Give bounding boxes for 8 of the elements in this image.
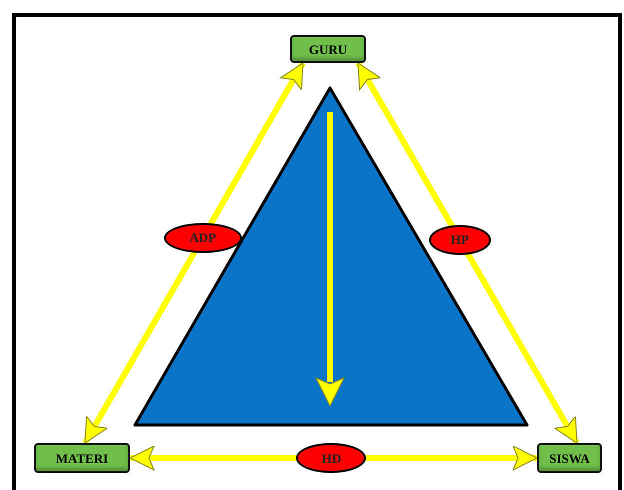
edge-label: ADP [164, 222, 242, 253]
double-arrow [355, 62, 580, 444]
edge-label: HP [428, 224, 491, 255]
label-box: SISWA [537, 443, 602, 473]
label-box: MATERI [34, 443, 130, 473]
double-arrow [82, 62, 306, 444]
label-box: GURU [290, 35, 366, 63]
edge-label: HD [296, 443, 366, 473]
